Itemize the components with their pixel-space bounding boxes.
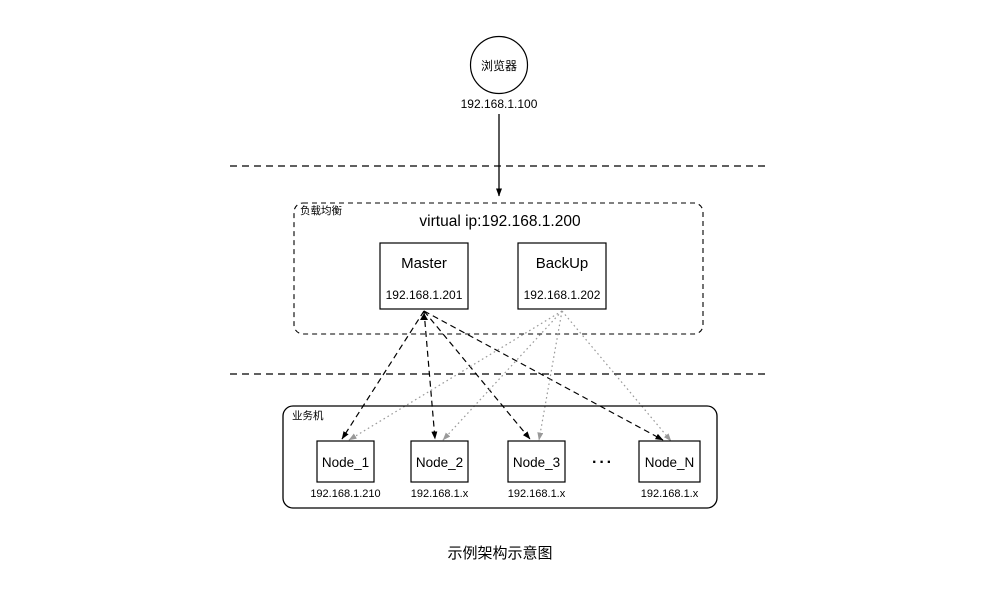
lb-group-label: 负载均衡 bbox=[300, 204, 342, 217]
backup-to-node1-arrow bbox=[348, 310, 563, 441]
node3-box bbox=[507, 440, 566, 483]
master-to-nodeN-arrow bbox=[423, 310, 664, 441]
nodeN-ip-label: 192.168.1.x bbox=[641, 488, 699, 500]
backup-to-node3-arrow bbox=[537, 310, 563, 441]
master-to-node3-arrow bbox=[423, 310, 531, 440]
backup-label: BackUp bbox=[536, 255, 589, 272]
node3-label: Node_3 bbox=[513, 455, 560, 470]
master-fan-origin-arrowhead bbox=[420, 313, 428, 320]
master-ip-label: 192.168.1.201 bbox=[386, 288, 463, 302]
nodeN-box bbox=[638, 440, 701, 483]
master-box bbox=[379, 242, 469, 310]
nodeN-label: Node_N bbox=[645, 455, 695, 470]
load-balancer-group-box bbox=[293, 202, 704, 335]
node2-label: Node_2 bbox=[416, 455, 463, 470]
nodes-ellipsis: ··· bbox=[592, 454, 614, 471]
browser-label: 浏览器 bbox=[481, 58, 517, 73]
backup-to-nodeN-arrow bbox=[561, 310, 672, 442]
backup-to-node2-arrow bbox=[442, 310, 563, 441]
diagram-title: 示例架构示意图 bbox=[447, 544, 552, 562]
backend-group-label: 业务机 bbox=[292, 409, 324, 422]
master-label: Master bbox=[401, 255, 447, 272]
node3-ip-label: 192.168.1.x bbox=[508, 488, 566, 500]
backend-group-box bbox=[282, 405, 718, 509]
node2-ip-label: 192.168.1.x bbox=[411, 488, 469, 500]
node1-ip-label: 192.168.1.210 bbox=[310, 488, 380, 500]
client-ip-label: 192.168.1.100 bbox=[461, 97, 538, 111]
master-to-node1-arrow bbox=[341, 310, 425, 440]
master-to-node2-arrow bbox=[423, 310, 438, 440]
node1-box bbox=[316, 440, 375, 483]
virtual-ip-label: virtual ip:192.168.1.200 bbox=[419, 213, 581, 230]
browser-node bbox=[469, 35, 529, 95]
node1-label: Node_1 bbox=[322, 455, 369, 470]
node2-box bbox=[410, 440, 469, 483]
backup-box bbox=[517, 242, 607, 310]
backup-ip-label: 192.168.1.202 bbox=[524, 288, 601, 302]
